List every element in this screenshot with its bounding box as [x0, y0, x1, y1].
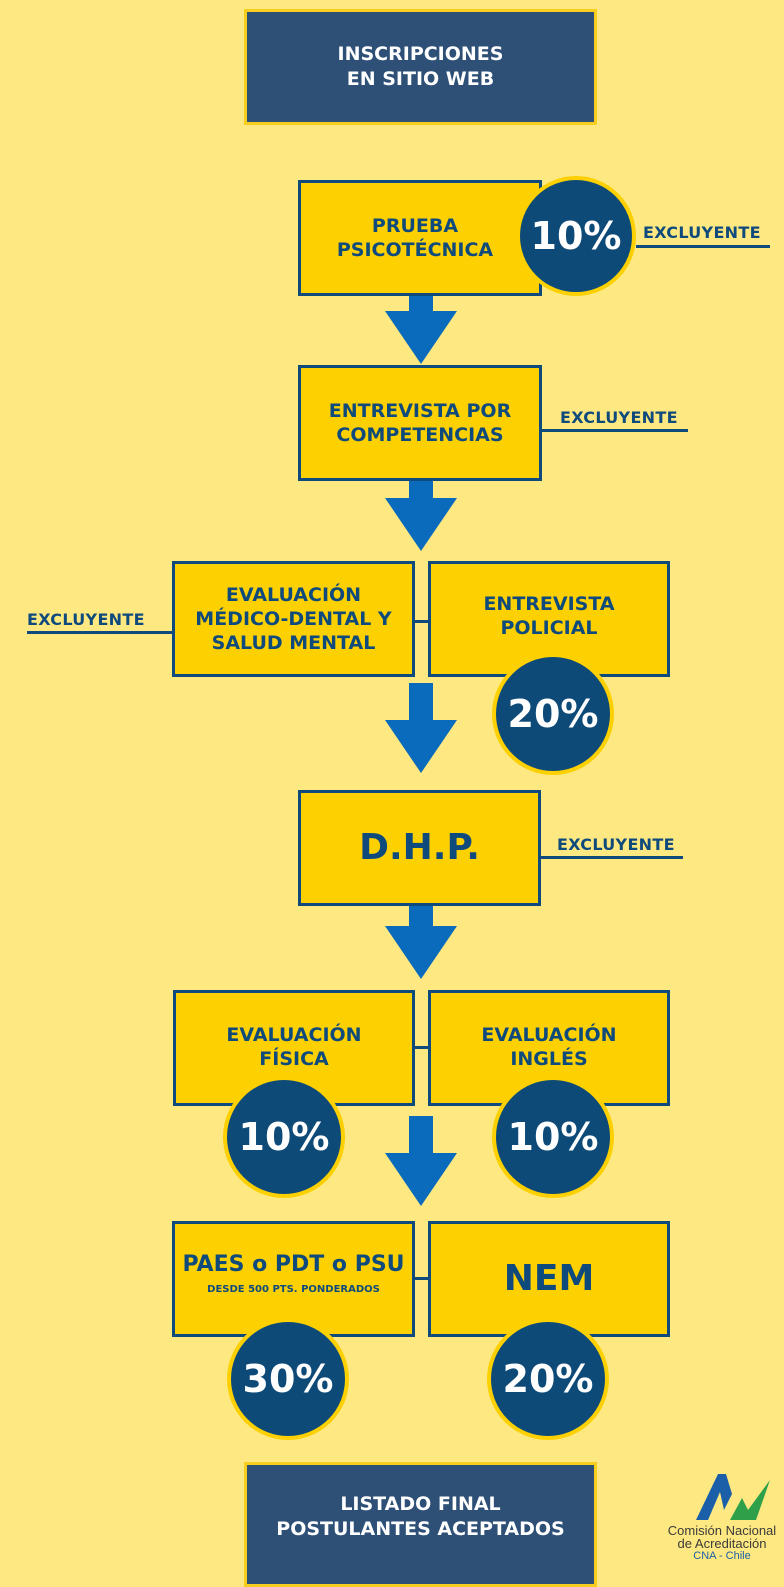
arrow-down-icon	[385, 296, 457, 364]
step-ingles: EVALUACIÓN INGLÉS	[428, 990, 670, 1106]
weight-paes: 30%	[227, 1318, 349, 1440]
excluyente-psicotecnica: EXCLUYENTE	[643, 223, 761, 242]
end-box: LISTADO FINAL POSTULANTES ACEPTADOS	[244, 1462, 597, 1587]
start-line2: EN SITIO WEB	[346, 68, 495, 90]
psicotecnica-line2: PSICOTÉCNICA	[336, 239, 494, 261]
paes-line1: PAES o PDT o PSU	[182, 1252, 405, 1277]
competencias-line2: COMPETENCIAS	[336, 424, 504, 446]
medico-line1: EVALUACIÓN	[225, 584, 362, 606]
weight-psicotecnica: 10%	[516, 176, 636, 296]
end-line2: POSTULANTES ACEPTADOS	[276, 1517, 565, 1540]
logo-line3: CNA - Chile	[693, 1550, 751, 1562]
logo-line2: de Acreditación	[677, 1536, 767, 1551]
arrow-down-icon	[385, 1116, 457, 1206]
step-entrevista-competencias: ENTREVISTA POR COMPETENCIAS	[298, 365, 542, 481]
excluyente-line-psicotecnica	[636, 245, 770, 248]
dhp-label: D.H.P.	[359, 827, 480, 868]
fisica-line2: FÍSICA	[259, 1048, 329, 1070]
psicotecnica-line1: PRUEBA	[371, 215, 459, 237]
step-medico: EVALUACIÓN MÉDICO-DENTAL Y SALUD MENTAL	[172, 561, 415, 677]
start-line1: INSCRIPCIONES	[337, 43, 504, 65]
excluyente-dhp: EXCLUYENTE	[557, 835, 675, 854]
weight-fisica: 10%	[223, 1076, 345, 1198]
logo-line1: Comisión Nacional	[667, 1523, 777, 1538]
cna-logo-text: Comisión Nacional de Acreditación CNA - …	[660, 1524, 784, 1563]
medico-line3: SALUD MENTAL	[211, 632, 376, 654]
policial-line2: POLICIAL	[500, 617, 598, 639]
ingles-line1: EVALUACIÓN	[481, 1024, 617, 1046]
step-paes: PAES o PDT o PSU DESDE 500 PTS. PONDERAD…	[172, 1221, 415, 1337]
paes-line2: DESDE 500 PTS. PONDERADOS	[207, 1284, 380, 1295]
connector-medico-policial	[414, 620, 429, 623]
step-psicotecnica: PRUEBA PSICOTÉCNICA	[298, 180, 542, 296]
competencias-line1: ENTREVISTA POR	[328, 400, 512, 422]
excluyente-medico: EXCLUYENTE	[27, 610, 145, 629]
step-dhp: D.H.P.	[298, 790, 541, 906]
step-nem: NEM	[428, 1221, 670, 1337]
weight-ingles: 10%	[492, 1076, 614, 1198]
nem-label: NEM	[503, 1258, 595, 1299]
excluyente-line-dhp	[541, 856, 683, 859]
end-line1: LISTADO FINAL	[340, 1492, 501, 1515]
policial-line1: ENTREVISTA	[483, 593, 615, 615]
excluyente-line-competencias	[542, 429, 688, 432]
cna-logo-icon	[696, 1474, 770, 1520]
excluyente-line-medico	[27, 631, 173, 634]
excluyente-competencias: EXCLUYENTE	[560, 408, 678, 427]
medico-line2: MÉDICO-DENTAL Y	[195, 608, 392, 630]
connector-paes-nem	[414, 1277, 429, 1280]
ingles-line2: INGLÉS	[510, 1048, 588, 1070]
step-fisica: EVALUACIÓN FÍSICA	[173, 990, 415, 1106]
weight-entrevista-policial: 20%	[492, 653, 614, 775]
arrow-down-icon	[385, 683, 457, 773]
fisica-line1: EVALUACIÓN	[226, 1024, 362, 1046]
arrow-down-icon	[385, 906, 457, 979]
start-box: INSCRIPCIONES EN SITIO WEB	[244, 9, 597, 125]
arrow-down-icon	[385, 481, 457, 551]
weight-nem: 20%	[487, 1318, 609, 1440]
connector-fisica-ingles	[414, 1046, 429, 1049]
